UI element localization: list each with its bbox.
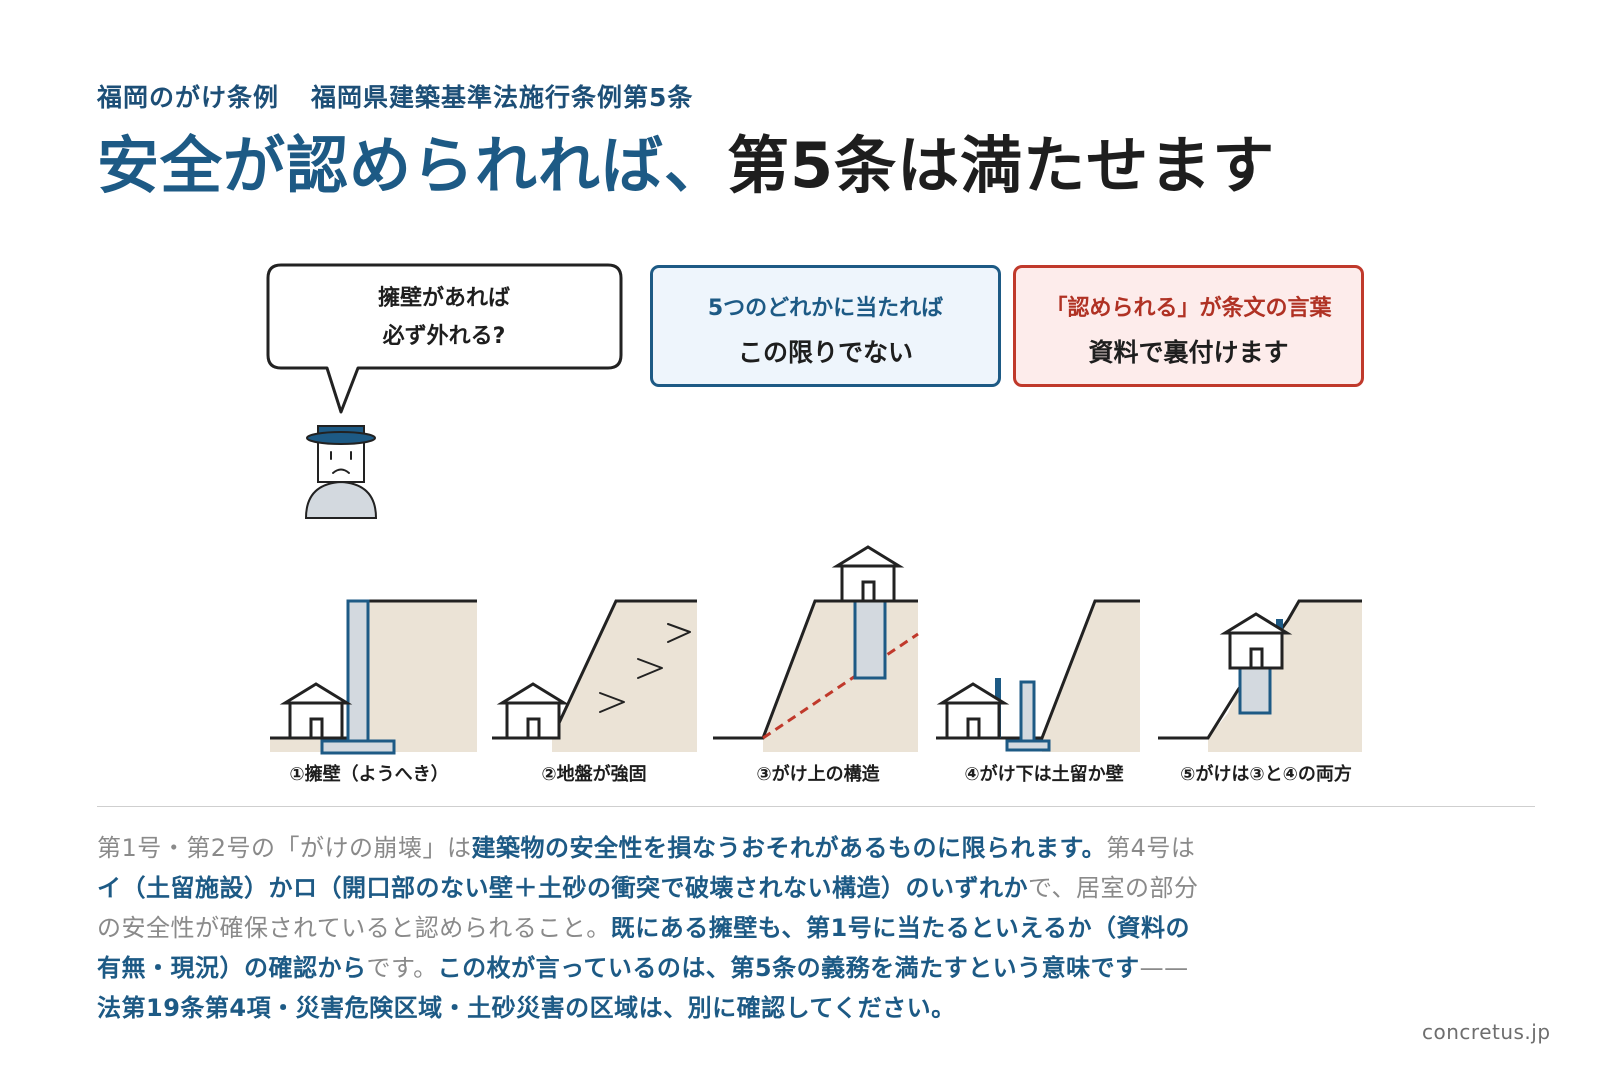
speech-bubble: 擁壁があれば 必ず外れる? (266, 263, 623, 414)
speech-bubble-line2: 必ず外れる? (383, 323, 506, 349)
worried-person-icon (304, 425, 378, 519)
divider (97, 806, 1535, 807)
house-icon (1219, 612, 1293, 670)
body-segment: 第4号は (1106, 834, 1196, 862)
scenario-1-retaining-wall (270, 599, 477, 755)
body-segment: です。 (366, 954, 438, 982)
house-icon (496, 682, 570, 740)
card-exemption-line1: 5つのどれかに当たれば (707, 296, 944, 321)
speech-bubble-line1: 擁壁があれば (378, 285, 510, 311)
scenario-2-firm-ground (492, 599, 697, 752)
body-segment: で、居室の部分 (1028, 874, 1199, 902)
headline-blue-part: 安全が認められれば、 (97, 129, 728, 202)
scenario-3-label: ③がけ上の構造 (756, 763, 879, 785)
explanation-text: 第1号・第2号の「がけの崩壊」は建築物の安全性を損なうおそれがあるものに限られま… (97, 828, 1387, 1028)
house-icon (831, 545, 905, 603)
scenario-1-label: ①擁壁（ようへき） (289, 763, 448, 785)
scenario-2-label: ②地盤が強固 (541, 763, 646, 785)
scenario-5-both (1158, 599, 1362, 752)
subtitle-law-name: 福岡県建築基準法施行条例第5条 (311, 83, 694, 112)
body-emphasis: イ（土留施設）かロ（開口部のない壁＋土砂の衝突で破壊されない構造）のいずれか (97, 874, 1028, 902)
body-segment: 第1号・第2号の「がけの崩壊」は (97, 834, 472, 862)
scenario-5-label: ⑤がけは③と④の両方 (1180, 763, 1352, 785)
scenario-4-wall-below (936, 599, 1140, 752)
body-segment: の安全性が確保されていると認められること。 (97, 914, 611, 942)
scenario-3-structure-on-top (713, 545, 919, 752)
page-title: 安全が認められれば、第5条は満たせます (97, 129, 1276, 202)
card-exemption-line2: この限りでない (737, 338, 913, 367)
card-exemption: 5つのどれかに当たれば この限りでない (650, 265, 1001, 387)
headline-dark-part: 第5条は満たせます (727, 129, 1276, 202)
card-evidence-line1: 「認められる」が条文の言葉 (1045, 296, 1332, 321)
body-emphasis: 既にある擁壁も、第1号に当たるといえるか（資料の (610, 914, 1191, 942)
subtitle: 福岡のがけ条例 福岡県建築基準法施行条例第5条 (97, 78, 693, 114)
house-icon (279, 682, 353, 740)
card-evidence-line2: 資料で裏付けます (1088, 338, 1289, 367)
site-credit: concretus.jp (1422, 1020, 1551, 1044)
card-evidence: 「認められる」が条文の言葉 資料で裏付けます (1013, 265, 1364, 387)
house-icon (936, 682, 1010, 740)
scenario-4-label: ④がけ下は土留か壁 (964, 763, 1123, 785)
body-emphasis: 有無・現況）の確認から (97, 954, 367, 982)
body-emphasis: 建築物の安全性を損なうおそれがあるものに限られます。 (471, 834, 1107, 862)
subtitle-topic: 福岡のがけ条例 (97, 83, 280, 112)
body-emphasis: この枚が言っているのは、第5条の義務を満たすという意味です (437, 954, 1140, 982)
body-segment: —— (1139, 954, 1189, 982)
body-emphasis: 法第19条第4項・災害危険区域・土砂災害の区域は、別に確認してください。 (97, 994, 956, 1022)
